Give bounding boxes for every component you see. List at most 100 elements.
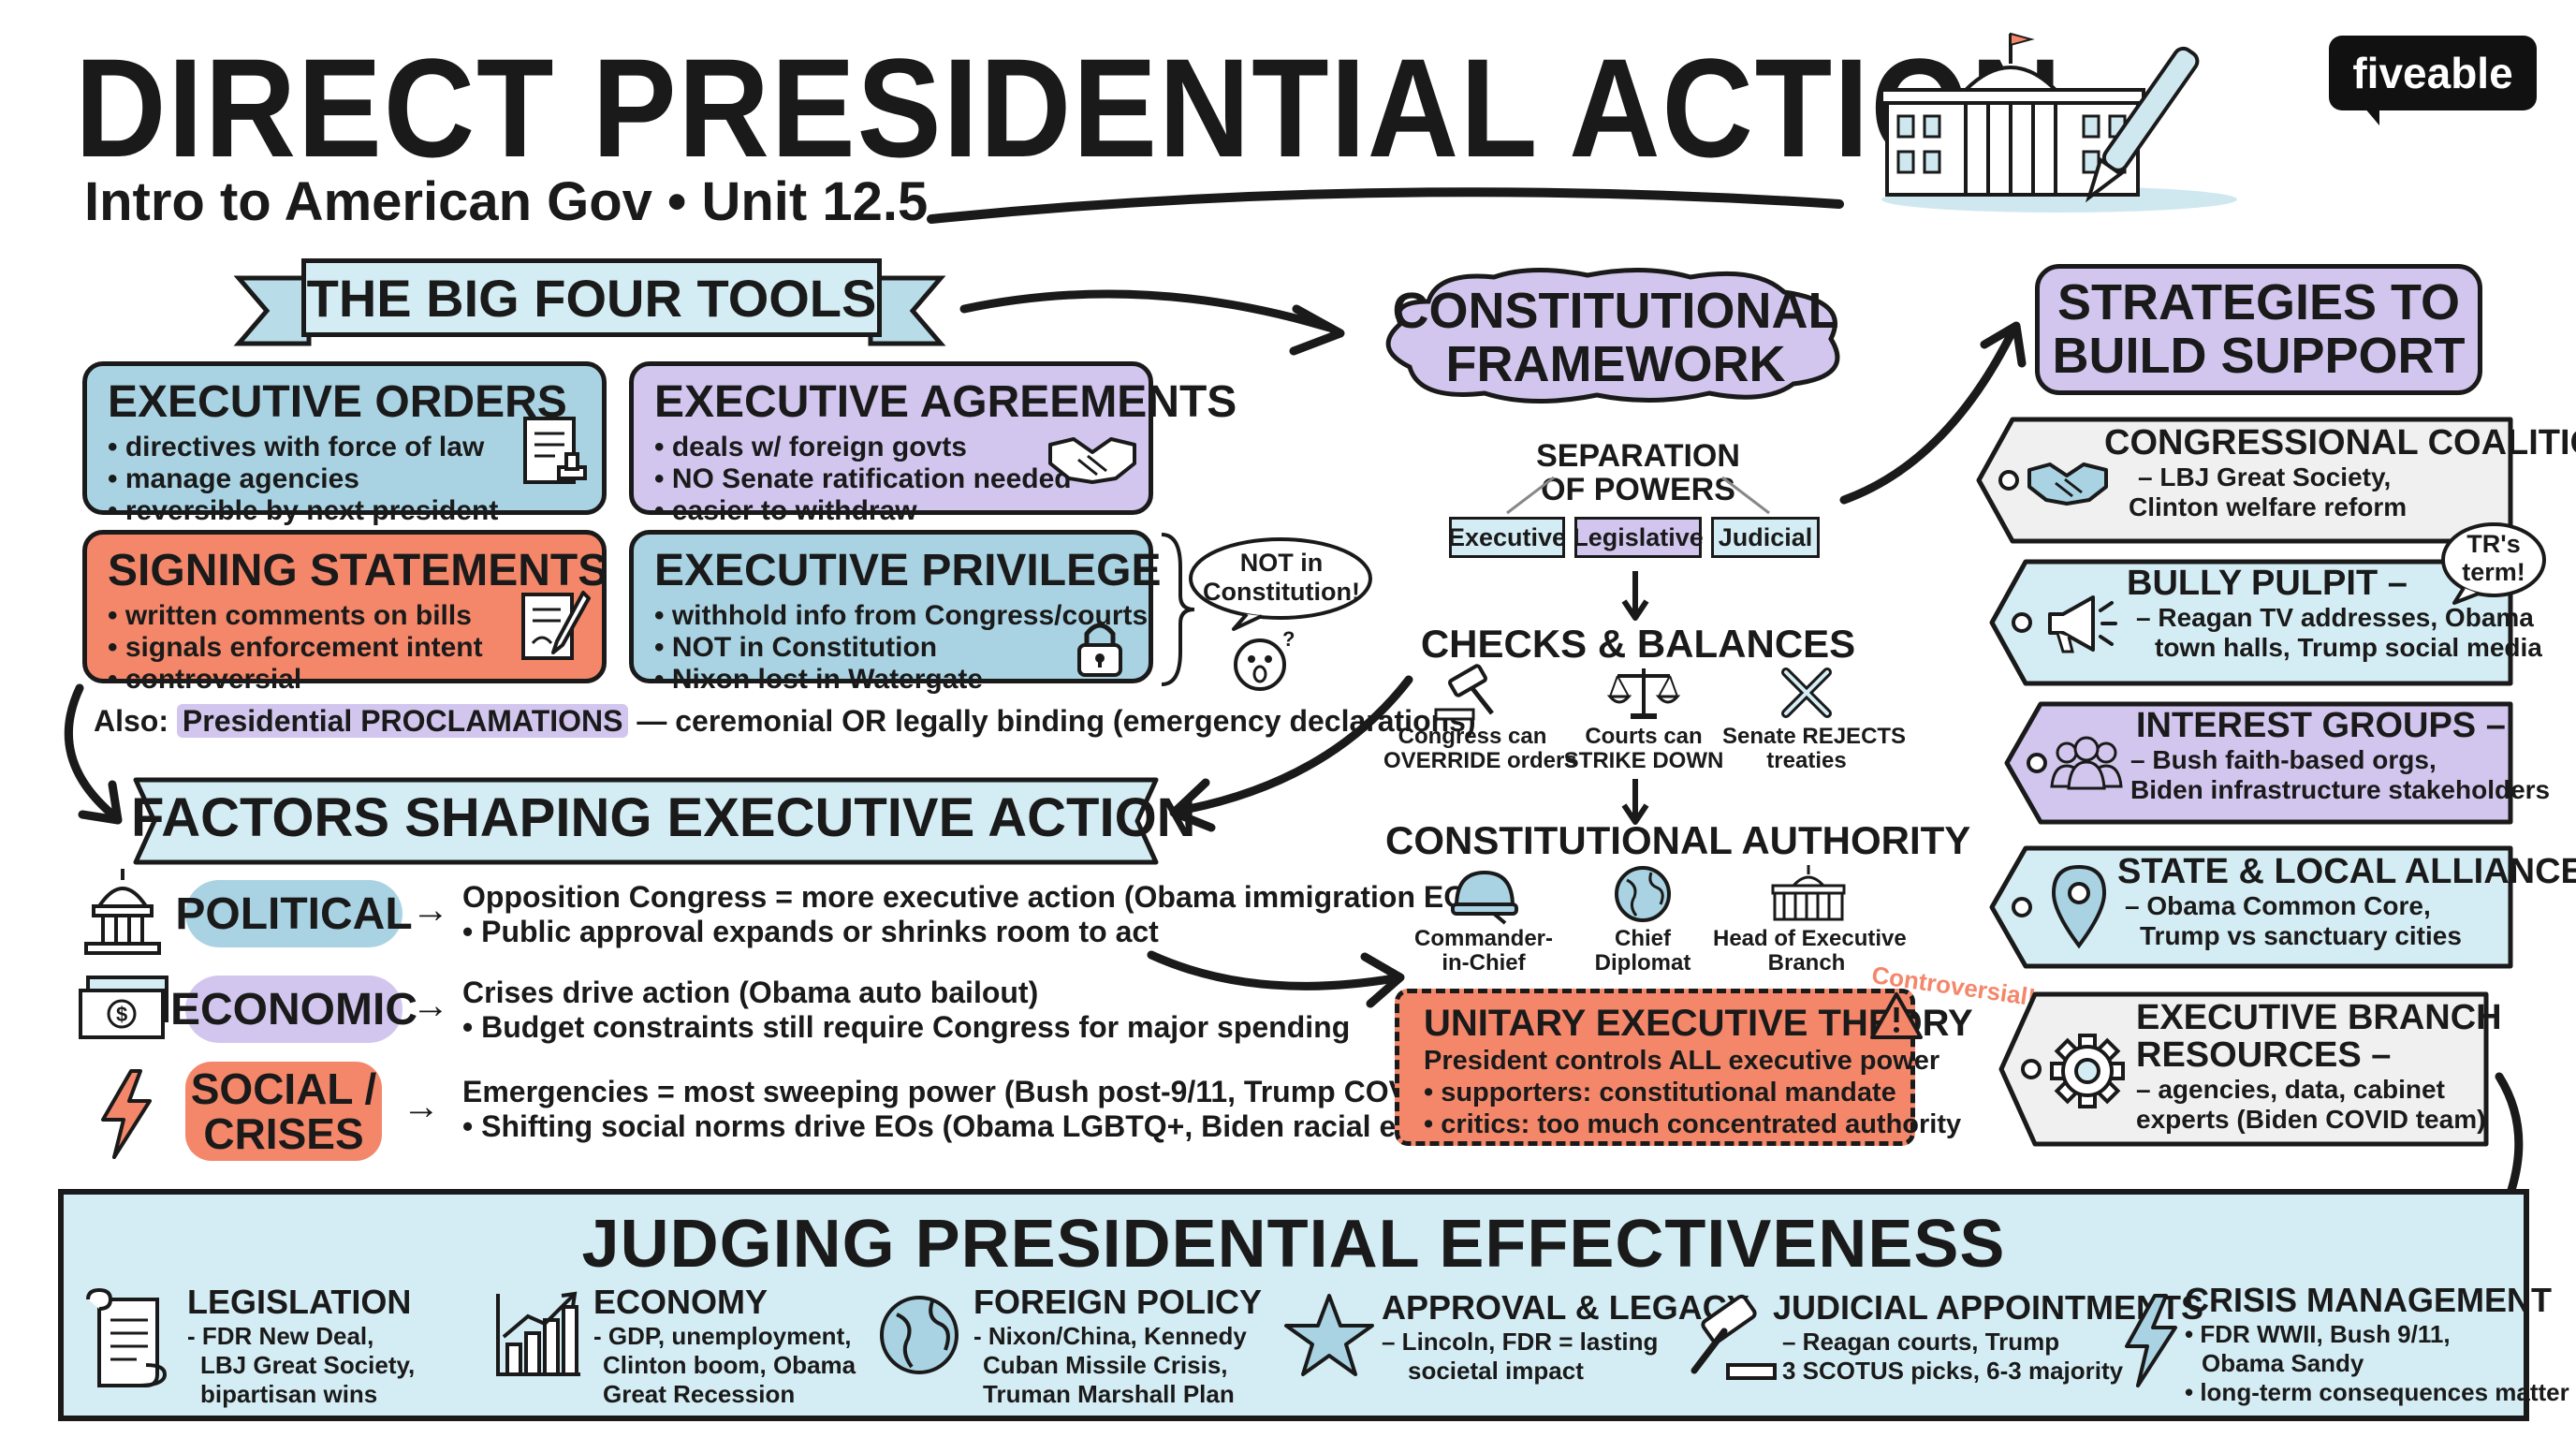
economic-pill: ECONOMIC	[170, 976, 417, 1043]
state-local-text: STATE & LOCAL ALLIANCES – Obama Common C…	[2117, 853, 2576, 951]
fiveable-logo: fiveable	[2329, 36, 2537, 110]
executive-agreements-bullet: easier to withdraw	[654, 495, 1128, 527]
strategy-tag-exec-resources	[1998, 991, 2489, 1147]
legislation-line-3: bipartisan wins	[200, 1380, 378, 1409]
x-mark-icon	[1781, 668, 1832, 718]
interest-groups-title: INTEREST GROUPS –	[2136, 706, 2506, 745]
authority-head-exec: Head of Executive Branch	[1713, 926, 1907, 976]
arrow-framework-to-factors	[1169, 675, 1413, 832]
judicial-line-2: 3 SCOTUS picks, 6-3 majority	[1782, 1357, 2124, 1386]
authority-1-line-2: in-Chief	[1442, 950, 1526, 976]
globe-icon	[880, 1296, 959, 1374]
signing-statements-bullet: controversial	[108, 664, 581, 696]
arrow-factors-to-unitary	[1147, 950, 1405, 1008]
checks-balances-title: CHECKS & BALANCES	[1420, 622, 1856, 666]
exec-resources-text: EXECUTIVE BRANCH RESOURCES – – agencies,…	[2136, 998, 2502, 1135]
arrow-down-2	[1621, 779, 1649, 825]
signing-statements-bullet: signals enforcement intent	[108, 632, 581, 664]
framework-title-2: FRAMEWORK	[1445, 335, 1786, 392]
tr-speech-bubble	[2441, 522, 2546, 605]
also-proclamations-line: Also: Presidential PROCLAMATIONS — cerem…	[94, 704, 1476, 739]
cash-icon: $	[79, 976, 168, 1039]
check-1-line-2: OVERRIDE orders	[1383, 748, 1577, 774]
lightning-icon	[2125, 1294, 2177, 1387]
social-arrow: →	[402, 1086, 440, 1127]
check-2-line-1: Courts can	[1585, 724, 1703, 749]
bully-pulpit-text: BULLY PULPIT – – Reagan TV addresses, Ob…	[2127, 565, 2542, 663]
star-icon	[1284, 1294, 1374, 1376]
strategy-tag-state-local	[1989, 845, 2513, 969]
judging-judicial-appointments: JUDICIAL APPOINTMENTS – Reagan courts, T…	[1773, 1288, 2203, 1386]
social-label-1: SOCIAL /	[190, 1064, 377, 1113]
foreign-policy-line-2: Cuban Missile Crisis,	[983, 1351, 1228, 1380]
state-local-line-2: Trump vs sanctuary cities	[2140, 921, 2462, 951]
framework-title-1: CONSTITUTIONAL	[1392, 283, 1839, 339]
judging-economy: ECONOMY - GDP, unemployment, Clinton boo…	[593, 1283, 856, 1410]
authority-2-line-1: Chief	[1615, 926, 1671, 951]
authority-commander: Commander- in-Chief	[1395, 926, 1573, 976]
privilege-bracket	[1161, 533, 1195, 686]
bully-pulpit-line-1: – Reagan TV addresses, Obama	[2136, 602, 2534, 632]
also-prefix: Also:	[94, 704, 168, 738]
authority-1-line-1: Commander-	[1413, 926, 1554, 951]
foreign-policy-title: FOREIGN POLICY	[973, 1283, 1263, 1321]
check-courts-strike-down: Courts can STRIKE DOWN	[1561, 724, 1726, 774]
strategies-header: STRATEGIES TO BUILD SUPPORT	[2035, 264, 2482, 395]
unitary-line-1: President controls ALL executive power	[1424, 1046, 1940, 1076]
white-house-icon	[1880, 32, 2237, 213]
svg-text:$: $	[116, 1003, 127, 1026]
legislation-line-1: - FDR New Deal,	[187, 1322, 374, 1350]
speech-bubble-shape	[1189, 537, 1372, 631]
economic-line-1: Crises drive action (Obama auto bailout)	[462, 976, 1039, 1009]
helmet-icon	[1451, 870, 1518, 925]
crisis-title: CRISIS MANAGEMENT	[2185, 1281, 2553, 1319]
executive-privilege-bullet: Nixon lost in Watergate	[654, 664, 1128, 696]
economic-text: Crises drive action (Obama auto bailout)…	[462, 976, 1350, 1045]
congressional-line-2: Clinton welfare reform	[2129, 492, 2408, 522]
warning-icon	[1870, 992, 1923, 1039]
approval-legacy-line-2: societal impact	[1408, 1357, 1584, 1386]
executive-agreements-bullet: NO Senate ratification needed	[654, 463, 1128, 495]
gavel-icon	[1434, 664, 1494, 721]
page-subtitle: Intro to American Gov • Unit 12.5	[84, 171, 929, 232]
not-in-constitution-bubble: NOT in Constitution!	[1203, 549, 1360, 607]
judicial-line-1: – Reagan courts, Trump	[1782, 1328, 2060, 1356]
judging-legislation: LEGISLATION - FDR New Deal, LBJ Great So…	[187, 1283, 415, 1410]
executive-agreements-bullet: deals w/ foreign govts	[654, 432, 1128, 463]
shocked-face-icon: ?	[1234, 627, 1295, 691]
crisis-line-3: • long-term consequences matter	[2185, 1378, 2569, 1407]
interest-groups-text: INTEREST GROUPS – – Bush faith-based org…	[2130, 706, 2550, 805]
political-line-2: • Public approval expands or shrinks roo…	[462, 914, 1159, 948]
legislation-line-2: LBJ Great Society,	[200, 1351, 416, 1380]
check-3-line-2: treaties	[1766, 748, 1847, 774]
lightning-icon	[101, 1069, 152, 1159]
strategy-tag-interest-groups	[2004, 701, 2513, 825]
factors-banner-shape	[133, 777, 1159, 865]
page-title: DIRECT PRESIDENTIAL ACTION	[75, 29, 2064, 186]
bully-pulpit-line-2: town halls, Trump social media	[2155, 633, 2542, 663]
crisis-line-2: Obama Sandy	[2202, 1349, 2364, 1378]
political-pill: POLITICAL	[175, 880, 413, 947]
separation-lines	[1506, 476, 1770, 515]
judging-foreign-policy: FOREIGN POLICY - Nixon/China, Kennedy Cu…	[973, 1283, 1262, 1410]
tr-note-line-2: term!	[2462, 558, 2525, 587]
exec-resources-title: EXECUTIVE BRANCH	[2136, 998, 2502, 1037]
social-crises-pill: SOCIAL / CRISES	[185, 1062, 382, 1161]
executive-orders-bullet: reversible by next president	[108, 495, 581, 527]
header-underline	[927, 187, 1844, 224]
judicial-title: JUDICIAL APPOINTMENTS	[1773, 1288, 2204, 1327]
executive-agreements-title: EXECUTIVE AGREEMENTS	[654, 377, 1237, 427]
signing-pen-icon	[521, 591, 591, 660]
gavel-icon	[1690, 1294, 1777, 1380]
exec-resources-line-1: – agencies, data, cabinet	[2136, 1074, 2445, 1104]
big-four-ribbon	[233, 275, 946, 346]
social-line-2: • Shifting social norms drive EOs (Obama…	[462, 1108, 1478, 1143]
authority-diplomat: Chief Diplomat	[1565, 926, 1720, 976]
congressional-line-1: – LBJ Great Society,	[2138, 462, 2392, 492]
interest-groups-line-1: – Bush faith-based orgs,	[2130, 744, 2437, 774]
social-label-2: CRISES	[203, 1109, 364, 1158]
judging-panel: JUDGING PRESIDENTIAL EFFECTIVENESS	[58, 1189, 2529, 1421]
also-rest: — ceremonial OR legally binding (emergen…	[637, 704, 1476, 738]
constitutional-authority-title: CONSTITUTIONAL AUTHORITY	[1385, 818, 1971, 862]
tr-term-note: TR's term!	[2443, 530, 2544, 586]
